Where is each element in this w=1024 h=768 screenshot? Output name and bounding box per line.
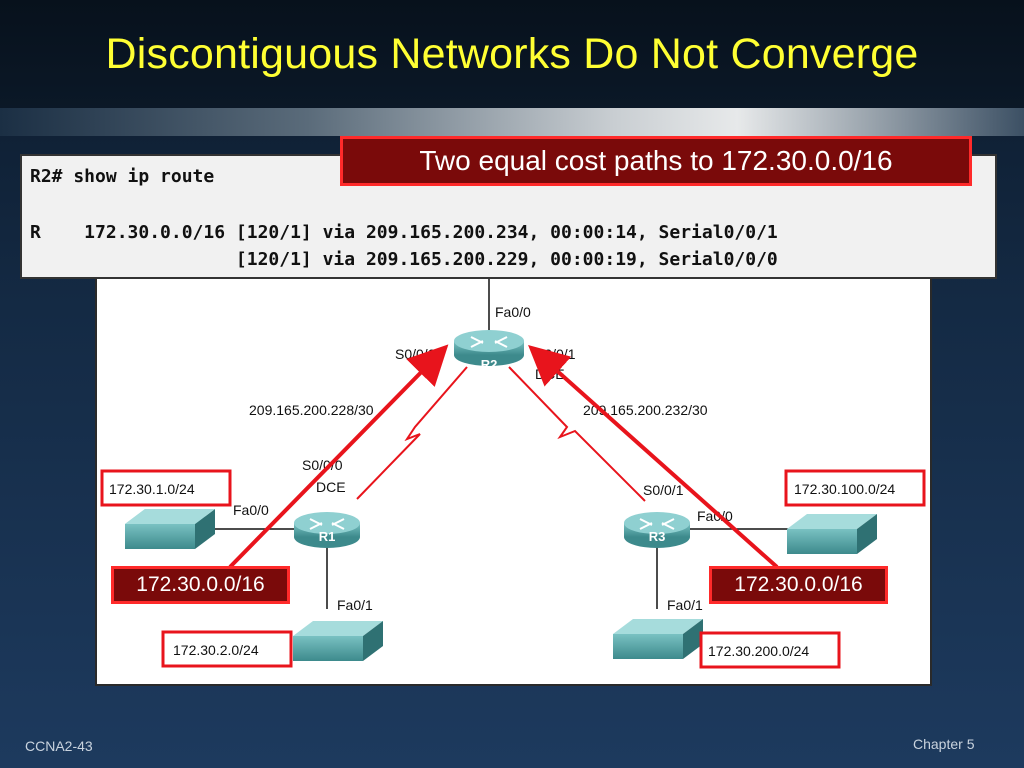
wan-link-right	[508, 366, 646, 502]
r3-fa01-label: Fa0/1	[667, 597, 703, 613]
network-box-r1-lan1	[100, 469, 232, 507]
network-box-r3-lan2	[699, 631, 841, 669]
network-box-r3-lan1	[784, 469, 926, 507]
network-r1-lan2-label: 172.30.2.0/24	[173, 642, 259, 658]
link-right-label: 209.165.200.232/30	[583, 402, 708, 418]
slide-header: Discontiguous Networks Do Not Converge	[0, 0, 1024, 108]
r2-fa00-label: Fa0/0	[495, 304, 531, 320]
console-line-command: R2# show ip route	[30, 166, 215, 187]
callout-right-network: 172.30.0.0/16	[709, 566, 888, 604]
arrow-left-to-r2	[228, 344, 449, 569]
footer-course-code: CCNA2-43	[25, 738, 93, 754]
callout-left-network: 172.30.0.0/16	[111, 566, 290, 604]
switch-r1-lan2	[293, 621, 383, 661]
network-diagram: R2 R1 R3 Fa0/0 S0/0/0 S0/0/1 DCE 209.165…	[95, 277, 932, 686]
r1-fa01-label: Fa0/1	[337, 597, 373, 613]
network-r3-lan2-label: 172.30.200.0/24	[708, 643, 809, 659]
switch-r3-lan1	[787, 514, 877, 554]
switch-r1-lan1	[125, 509, 215, 549]
switch-r3-lan2	[613, 619, 703, 659]
network-r3-lan1-label: 172.30.100.0/24	[794, 481, 895, 497]
network-box-r1-lan2	[161, 630, 293, 668]
router-r1-label: R1	[319, 529, 336, 544]
slide-title: Discontiguous Networks Do Not Converge	[105, 30, 919, 78]
console-line-route-1: R 172.30.0.0/16 [120/1] via 209.165.200.…	[30, 222, 778, 243]
router-r1	[294, 512, 360, 548]
topology-svg: R2 R1 R3 Fa0/0 S0/0/0 S0/0/1 DCE 209.165…	[100, 279, 926, 669]
router-r3	[624, 512, 690, 548]
header-rule	[0, 108, 1024, 136]
network-r1-lan1-label: 172.30.1.0/24	[109, 481, 195, 497]
wan-link-left	[356, 366, 468, 500]
router-r2	[454, 330, 524, 366]
r3-s001-label: S0/0/1	[643, 482, 684, 498]
r1-dce-label: DCE	[316, 479, 346, 495]
router-r2-label: R2	[481, 357, 498, 372]
callout-equal-cost: Two equal cost paths to 172.30.0.0/16	[340, 136, 972, 186]
arrow-right-to-r2	[528, 345, 779, 569]
r2-s000-label: S0/0/0	[395, 346, 436, 362]
link-left-label: 209.165.200.228/30	[249, 402, 374, 418]
router-r3-label: R3	[649, 529, 666, 544]
footer-chapter: Chapter 5	[913, 736, 975, 752]
console-line-route-2: [120/1] via 209.165.200.229, 00:00:19, S…	[30, 249, 778, 270]
r1-fa00-label: Fa0/0	[233, 502, 269, 518]
